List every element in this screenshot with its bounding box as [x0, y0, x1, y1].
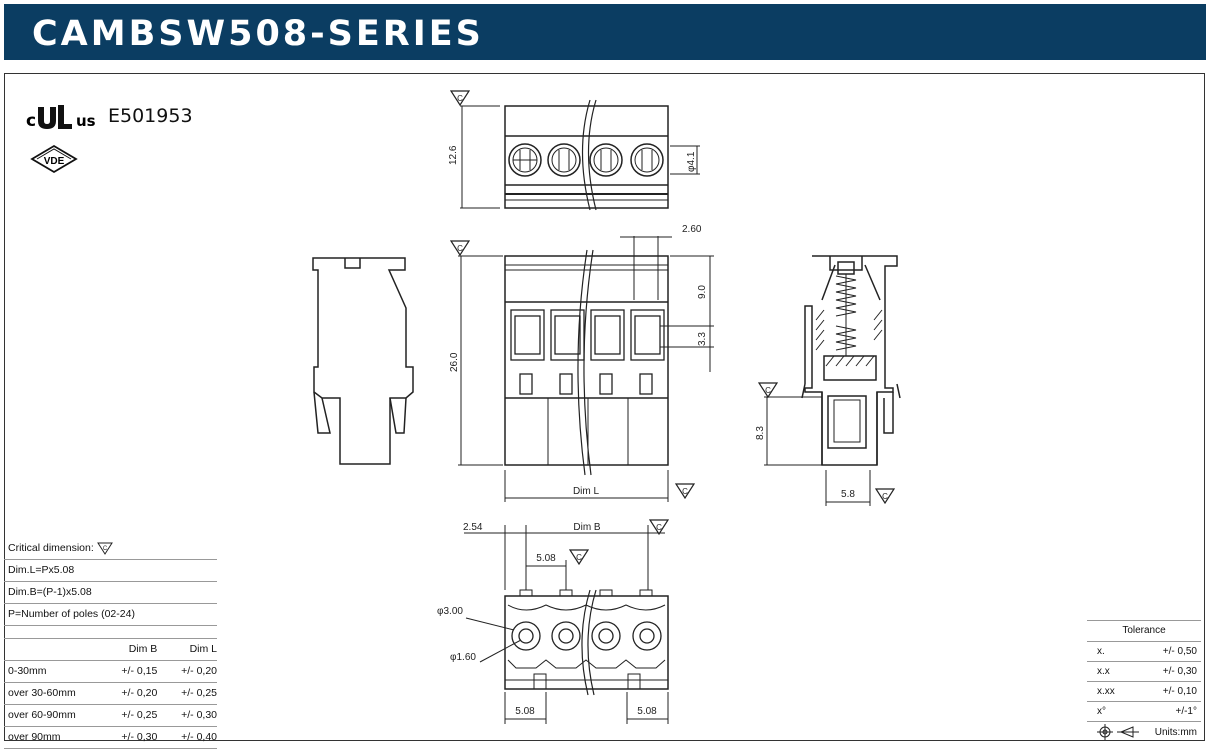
tolerance-row: x.xx +/- 0,10 — [1087, 682, 1201, 702]
tolerance-key: x° — [1097, 706, 1106, 717]
critical-mark-icon: C — [449, 240, 471, 257]
svg-text:c: c — [26, 111, 36, 129]
critical-mark-icon: C — [449, 90, 471, 107]
tolerance-value: +/-1° — [1175, 706, 1197, 717]
table-row: 0-30mm +/- 0,15 +/- 0,20 — [4, 661, 217, 683]
table-cell: over 90mm — [8, 731, 61, 743]
tolerance-block: Tolerance x. +/- 0,50 x.x +/- 0,30 x.xx … — [1087, 620, 1201, 742]
table-cell: +/- 0,20 — [181, 665, 218, 677]
dim-l-label: Dim L — [573, 486, 600, 497]
front-height-label: 26.0 — [449, 352, 460, 372]
vde-logo: VDE — [30, 144, 78, 179]
spec-line: Dim.B=(P-1)x5.08 — [4, 582, 217, 604]
svg-text:C: C — [882, 492, 888, 501]
tolerance-title: Tolerance — [1087, 621, 1201, 642]
top-hole-label: φ4.1 — [686, 151, 697, 172]
critical-mark-icon: C — [874, 488, 896, 505]
drawing-frame — [4, 73, 1205, 741]
svg-text:C: C — [576, 553, 582, 562]
top-height-label: 12.6 — [448, 145, 459, 165]
svg-text:us: us — [76, 112, 96, 129]
table-row: over 90mm +/- 0,30 +/- 0,40 — [4, 727, 217, 749]
table-header: Dim B — [128, 643, 158, 655]
critical-mark-icon: C — [568, 549, 590, 566]
spec-line: P=Number of poles (02-24) — [4, 604, 217, 626]
units-label: Units:mm — [1154, 726, 1197, 738]
table-row: over 30-60mm +/- 0,20 +/- 0,25 — [4, 683, 217, 705]
svg-text:C: C — [656, 523, 662, 532]
table-cell: +/- 0,20 — [121, 687, 158, 699]
tolerance-value: +/- 0,30 — [1162, 666, 1197, 677]
side-section-view: C 8.3 5.8 C — [755, 255, 901, 506]
critical-mark-icon: C — [648, 519, 670, 536]
svg-text:C: C — [457, 94, 463, 103]
table-row: over 60-90mm +/- 0,25 +/- 0,30 — [4, 705, 217, 727]
critical-mark-icon: C — [757, 382, 779, 399]
critical-dimension-note: Critical dimension: C — [4, 538, 217, 560]
tolerance-row: x° +/-1° — [1087, 702, 1201, 722]
table-cell: +/- 0,30 — [181, 709, 218, 721]
table-cell: 0-30mm — [8, 665, 47, 677]
dim-tolerance-table: Dim B Dim L 0-30mm +/- 0,15 +/- 0,20 ove… — [4, 638, 217, 749]
table-cell: +/- 0,25 — [181, 687, 218, 699]
table-header — [4, 639, 98, 660]
svg-text:C: C — [682, 487, 688, 496]
svg-text:C: C — [765, 386, 771, 395]
bottom-pitch-label: 5.08 — [536, 553, 556, 564]
table-cell: +/- 0,40 — [181, 731, 218, 743]
outer-diameter-label: φ3.00 — [437, 606, 463, 617]
tolerance-key: x. — [1097, 646, 1105, 657]
tolerance-value: +/- 0,10 — [1162, 686, 1197, 697]
table-cell: over 60-90mm — [8, 709, 76, 721]
tolerance-key: x.x — [1097, 666, 1110, 677]
tolerance-key: x.xx — [1097, 686, 1115, 697]
title-banner: CAMBSW508-SERIES — [4, 4, 1206, 60]
bottom-right-label: 5.08 — [637, 706, 657, 717]
top-view: C 12.6 φ4.1 — [448, 90, 700, 211]
pitch-small-label: 2.60 — [682, 224, 702, 235]
bottom-left-label: 5.08 — [515, 706, 535, 717]
tolerance-value: +/- 0,50 — [1162, 646, 1197, 657]
table-header-row: Dim B Dim L — [4, 639, 217, 661]
vde-text: VDE — [44, 156, 65, 167]
ul-certification: c us E501953 — [26, 100, 193, 132]
tolerance-footer: Units:mm — [1087, 722, 1201, 742]
table-cell: +/- 0,15 — [121, 665, 158, 677]
projection-symbol-icon — [1097, 724, 1139, 740]
ul-logo: c us — [26, 105, 96, 129]
table-cell: over 30-60mm — [8, 687, 76, 699]
dim-b-label: Dim B — [573, 522, 601, 533]
side-height-label: 8.3 — [755, 426, 766, 440]
table-cell: +/- 0,30 — [121, 731, 158, 743]
critical-mark-icon: C — [674, 483, 696, 500]
svg-text:C: C — [103, 546, 108, 552]
front-view: C 26.0 2.60 9.0 3.3 Dim L — [449, 224, 714, 502]
front-d1-label: 9.0 — [697, 285, 708, 299]
spec-line: Dim.L=Px5.08 — [4, 560, 217, 582]
table-header: Dim L — [189, 643, 218, 655]
side-width-label: 5.8 — [841, 489, 855, 500]
side-profile-view — [312, 257, 414, 465]
critical-label: Critical dimension: — [8, 542, 94, 554]
inner-diameter-label: φ1.60 — [450, 652, 476, 663]
spec-block: Critical dimension: C Dim.L=Px5.08 Dim.B… — [4, 538, 217, 749]
critical-mark-icon: C — [96, 542, 113, 555]
bottom-view: 2.54 Dim B C 5.08 C φ3.00 φ1.60 — [437, 519, 670, 724]
table-cell: +/- 0,25 — [121, 709, 158, 721]
ul-file-number: E501953 — [108, 105, 193, 127]
front-d2-label: 3.3 — [697, 332, 708, 346]
bottom-offset-label: 2.54 — [463, 522, 483, 533]
tolerance-row: x.x +/- 0,30 — [1087, 662, 1201, 682]
page-title: CAMBSW508-SERIES — [32, 14, 484, 54]
tolerance-row: x. +/- 0,50 — [1087, 642, 1201, 662]
svg-text:C: C — [457, 244, 463, 253]
